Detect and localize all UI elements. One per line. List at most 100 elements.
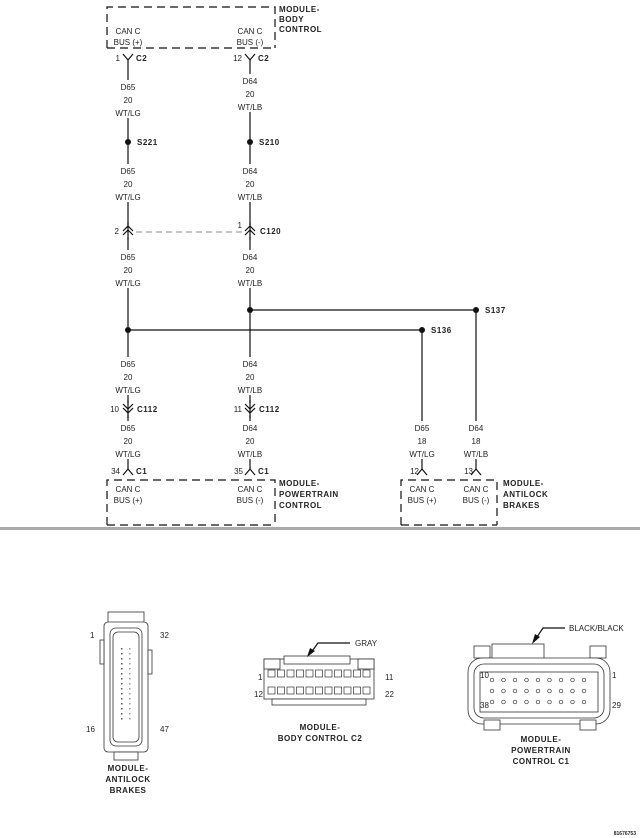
pin-cavity [121, 683, 123, 685]
pin-cavity [121, 663, 123, 665]
wire-color: WT/LG [115, 450, 140, 459]
pin-number: 1 [90, 631, 95, 640]
wire-color: WT/LB [238, 193, 262, 202]
pin-label: BUS (+) [408, 496, 437, 505]
wire-gauge: 18 [472, 437, 481, 446]
antilock-brakes-module: 12 13 MODULE- ANTILOCK BRAKES CAN C BUS … [400, 467, 548, 526]
pin-cavity [129, 693, 131, 695]
pin-cavity [501, 699, 506, 705]
pin-number: 1 [258, 673, 263, 682]
connector-caption: ANTILOCK [105, 775, 150, 784]
splice-label: S137 [485, 306, 506, 315]
pin-cavity [324, 669, 333, 678]
pin-cavity [129, 718, 131, 720]
wire-circuit: D64 [243, 424, 258, 433]
pin-cavity [489, 677, 495, 683]
pin-cavity [129, 698, 131, 700]
wire-gauge: 20 [246, 373, 255, 382]
pin-cavity [524, 699, 529, 705]
wire-color: WT/LG [409, 450, 434, 459]
pin-number: 34 [111, 467, 120, 476]
connector-symbol [122, 468, 482, 476]
module-label: CONTROL [279, 25, 322, 34]
pin-number: 10 [480, 671, 489, 680]
pin-cavity [121, 698, 123, 700]
connector-label: C2 [258, 54, 269, 63]
pin-number: 22 [385, 690, 394, 699]
pin-grid [121, 648, 131, 720]
connector-label: C1 [136, 467, 147, 476]
wire-gauge: 20 [124, 96, 133, 105]
wire-gauge: 20 [124, 373, 133, 382]
connector-caption: MODULE- [108, 764, 149, 773]
pin-number: 12 [410, 467, 419, 476]
pin-label: BUS (-) [237, 38, 264, 47]
pin-cavity [547, 677, 552, 683]
pin-cavity [121, 653, 123, 655]
pin-number: 12 [254, 690, 263, 699]
pin-cavity [121, 688, 123, 690]
pin-cavity [129, 673, 131, 675]
pin-cavity [535, 688, 541, 694]
pin-cavity [305, 686, 314, 695]
pin-cavity [501, 677, 506, 683]
wire-circuit: D64 [243, 77, 258, 86]
splice-dot [247, 307, 253, 313]
pin-cavity [570, 677, 575, 683]
pin-label: CAN C [116, 27, 141, 36]
connector-caption: BRAKES [110, 786, 147, 795]
connector-color: BLACK/BLACK [569, 624, 624, 633]
leader-line [534, 627, 565, 641]
pin-cavity [129, 683, 131, 685]
pin-cavity [343, 686, 352, 695]
pin-cavity [489, 688, 495, 694]
connector-label: C2 [136, 54, 147, 63]
module-label: ANTILOCK [503, 490, 548, 499]
module-label: MODULE- [279, 5, 320, 14]
pin-cavity [334, 686, 342, 695]
pin-cavity [547, 699, 552, 705]
pin-number: 11 [234, 405, 243, 414]
pin-cavity [570, 699, 575, 705]
pin-cavity [581, 677, 587, 683]
pin-cavity [353, 686, 361, 695]
splice-label: S210 [259, 138, 280, 147]
pin-cavity [129, 708, 131, 710]
pin-cavity [121, 713, 123, 715]
connector-color: GRAY [355, 639, 378, 648]
pin-cavity [129, 668, 131, 670]
pin-cavity [129, 658, 131, 660]
pin-cavity [277, 669, 285, 678]
splice-dot [473, 307, 479, 313]
pin-cavity [121, 718, 123, 720]
bcm-c2-connector-view: GRAY 1 12 11 22 MODULE- BODY CONTROL C2 [254, 639, 394, 743]
wire-gauge: 20 [246, 90, 255, 99]
pin-number: 12 [233, 54, 242, 63]
pin-number: 13 [464, 467, 473, 476]
pin-cavity [129, 653, 131, 655]
connector-label: C120 [260, 227, 281, 236]
pin-number: 32 [160, 631, 169, 640]
pin-number: 38 [480, 701, 489, 710]
pin-cavity [581, 688, 587, 694]
pin-cavity [121, 678, 123, 680]
arrow-icon [307, 648, 315, 657]
pin-label: CAN C [410, 485, 435, 494]
wire-circuit: D64 [243, 253, 258, 262]
wire-circuit: D64 [243, 167, 258, 176]
splices: S221 S210 S137 S136 [125, 138, 506, 335]
connector-caption: MODULE- [521, 735, 562, 744]
pin-cavity [286, 669, 295, 678]
pin-cavity [315, 686, 323, 695]
pin-number: 2 [115, 227, 120, 236]
splice-dot [125, 327, 131, 333]
pin-cavity [267, 686, 276, 695]
pin-cavity [489, 699, 495, 705]
wire-circuit: D65 [121, 253, 136, 262]
wires [127, 60, 477, 470]
splice-dot [419, 327, 425, 333]
pin-cavity [129, 663, 131, 665]
pin-label: BUS (+) [114, 38, 143, 47]
pin-cavity [267, 669, 276, 678]
